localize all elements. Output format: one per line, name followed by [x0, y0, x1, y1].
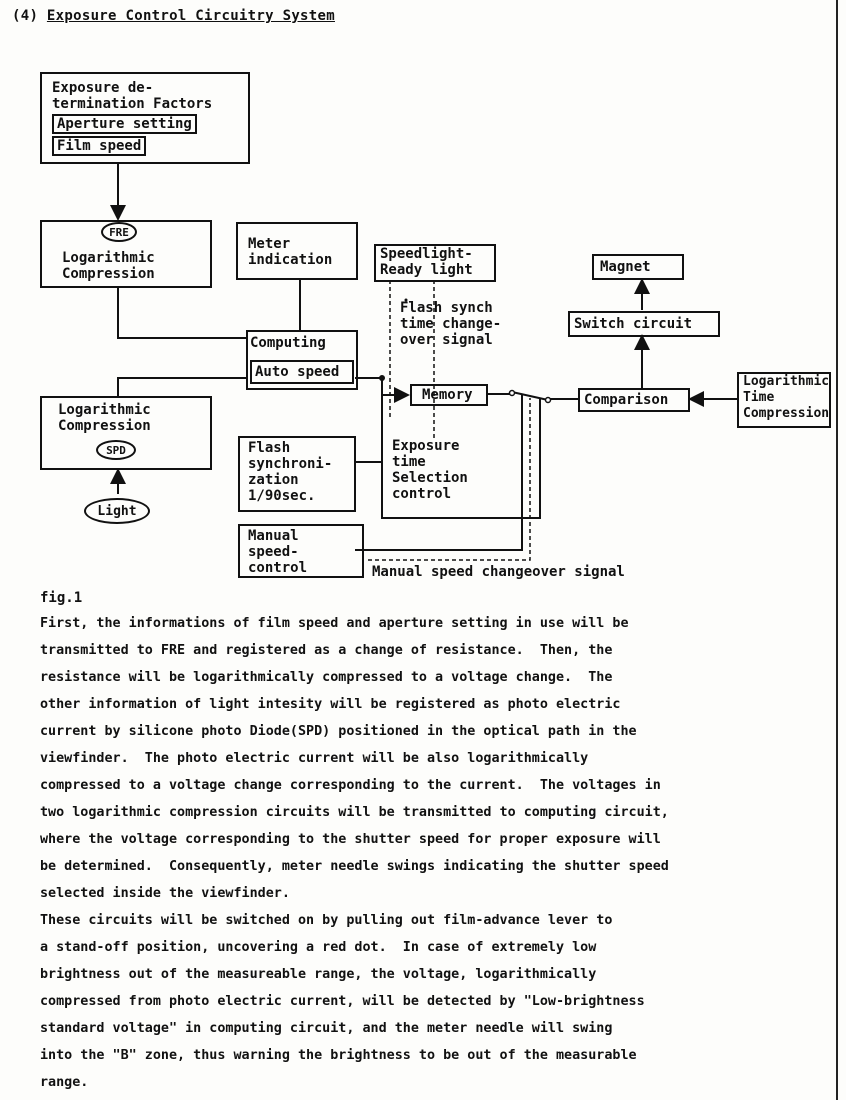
flash-synch-signal-l1: Flash synch — [400, 300, 493, 316]
memory-label: Memory — [422, 387, 473, 403]
paragraph-line: brightness out of the measureable range,… — [40, 967, 597, 982]
light-oval: Light — [84, 498, 150, 524]
computing-label: Computing — [250, 335, 326, 351]
paragraph-line: into the "B" zone, thus warning the brig… — [40, 1048, 637, 1063]
exposure-factors-title-1: Exposure de- — [52, 80, 154, 96]
log-time-l1: Logarithmic — [743, 374, 830, 389]
manual-speed-control-box — [238, 524, 364, 578]
log-compression-bottom-label: Logarithmic Compression — [58, 402, 151, 434]
paragraph-line: First, the informations of film speed an… — [40, 616, 629, 631]
paragraph-line: where the voltage corresponding to the s… — [40, 832, 661, 847]
flash-synch-signal-l2: time change- — [400, 316, 502, 332]
exposure-factors-title-2: termination Factors — [52, 96, 213, 112]
exposure-time-l4: control — [392, 486, 452, 502]
memory-box — [410, 384, 488, 406]
log-time-compression-box — [737, 372, 831, 428]
speedlight-box — [374, 244, 496, 282]
paragraph-line: viewfinder. The photo electric current w… — [40, 751, 589, 766]
manual-l2: speed- — [248, 544, 299, 560]
flash-sync-box — [238, 436, 356, 512]
figure-caption: fig.1 — [40, 590, 83, 606]
comparison-label: Comparison — [584, 392, 669, 408]
exposure-time-selection-label: Exposure time Selection control — [392, 438, 468, 502]
manual-l1: Manual — [248, 528, 299, 544]
flash-sync-l1: Flash — [248, 440, 291, 456]
exposure-factors-box — [40, 72, 250, 164]
log-compression-top-l2: Compression — [62, 266, 155, 282]
aperture-setting-box: Aperture setting — [52, 114, 197, 134]
fre-badge: FRE — [101, 222, 137, 242]
section-number: (4) — [12, 8, 39, 24]
film-speed-box: Film speed — [52, 136, 147, 156]
paragraph-line: compressed from photo electric current, … — [40, 994, 645, 1009]
log-compression-bottom-box — [40, 396, 212, 470]
section-title: Exposure Control Circuitry System — [46, 8, 335, 24]
page-right-border — [836, 0, 838, 1100]
flash-sync-l2: synchroni- — [248, 456, 333, 472]
paragraph-line: transmitted to FRE and registered as a c… — [40, 643, 613, 658]
meter-indication-box — [236, 222, 358, 280]
exposure-time-l3: Selection — [392, 470, 468, 486]
paragraph-line: current by silicone photo Diode(SPD) pos… — [40, 724, 637, 739]
manual-speed-control-label: Manual speed- control — [248, 528, 307, 576]
paragraph-line: be determined. Consequently, meter needl… — [40, 859, 669, 874]
flash-sync-l3: zation — [248, 472, 299, 488]
manual-changeover-signal-label: Manual speed changeover signal — [372, 564, 625, 580]
log-compression-bottom-l1: Logarithmic — [58, 402, 151, 418]
switch-circuit-label: Switch circuit — [574, 316, 693, 332]
flash-synch-signal-l3: over signal — [400, 332, 493, 348]
auto-speed-box — [250, 360, 354, 384]
log-compression-top-label: Logarithmic Compression — [62, 250, 155, 282]
meter-indication-label: Meter indication — [248, 236, 332, 268]
auto-speed-label: Auto speed — [255, 364, 340, 380]
speedlight-label: Speedlight- Ready light — [380, 246, 473, 278]
exposure-time-l1: Exposure — [392, 438, 460, 454]
flash-sync-l4: 1/90sec. — [248, 488, 316, 504]
flash-sync-label: Flash synchroni- zation 1/90sec. — [248, 440, 332, 504]
section-heading: (4) Exposure Control Circuitry System — [12, 8, 335, 24]
log-compression-bottom-l2: Compression — [58, 418, 151, 434]
speedlight-l2: Ready light — [380, 262, 473, 278]
computing-box — [246, 330, 358, 390]
paragraph-line: compressed to a voltage change correspon… — [40, 778, 661, 793]
diagram-connectors — [110, 163, 737, 561]
meter-indication-l2: indication — [248, 252, 333, 268]
magnet-box — [592, 254, 684, 280]
exposure-factors-block: Exposure de- termination Factors Apertur… — [52, 80, 212, 156]
paragraph-line: standard voltage" in computing circuit, … — [40, 1021, 613, 1036]
paragraph-line: range. — [40, 1075, 89, 1090]
body-paragraph: First, the informations of film speed an… — [40, 610, 830, 1096]
log-time-compression-label: Logarithmic Time Compression — [743, 374, 829, 422]
paragraph-line: a stand-off position, uncovering a red d… — [40, 940, 597, 955]
spd-badge: SPD — [96, 440, 136, 460]
comparison-box — [578, 388, 690, 412]
log-compression-top-l1: Logarithmic — [62, 250, 155, 266]
log-time-l2: Time — [743, 390, 775, 405]
paragraph-line: resistance will be logarithmically compr… — [40, 670, 613, 685]
paragraph-line: These circuits will be switched on by pu… — [40, 913, 613, 928]
meter-indication-l1: Meter — [248, 236, 291, 252]
manual-l3: control — [248, 560, 308, 576]
log-compression-top-box — [40, 220, 212, 288]
switch-circuit-box — [568, 311, 720, 337]
speedlight-l1: Speedlight- — [380, 246, 473, 262]
paragraph-line: selected inside the viewfinder. — [40, 886, 290, 901]
exposure-time-l2: time — [392, 454, 426, 470]
paragraph-line: two logarithmic compression circuits wil… — [40, 805, 669, 820]
magnet-label: Magnet — [600, 259, 651, 275]
flash-synch-signal-label: Flash synch time change- over signal — [400, 300, 501, 348]
log-time-l3: Compression — [743, 406, 830, 421]
paragraph-line: other information of light intesity will… — [40, 697, 621, 712]
